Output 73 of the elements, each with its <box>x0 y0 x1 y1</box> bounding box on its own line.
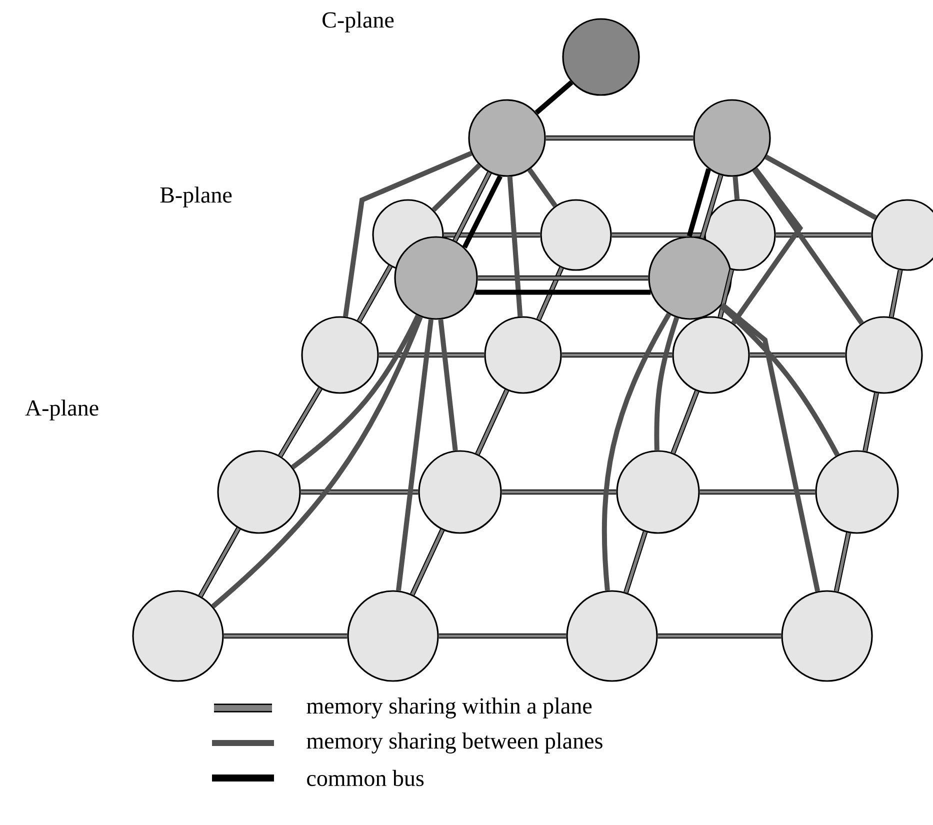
processor-circle <box>672 316 750 394</box>
processor-circle <box>132 590 224 682</box>
connection-line <box>502 490 616 494</box>
connection-line <box>546 136 694 140</box>
plane-label: B-plane <box>160 186 232 208</box>
connection-line <box>396 319 434 591</box>
processor-circle <box>616 450 700 534</box>
connection-line <box>211 316 423 608</box>
processor-circle <box>566 590 658 682</box>
processor-circle <box>301 316 379 394</box>
connection-line <box>658 634 782 638</box>
connection-line <box>536 266 564 321</box>
connection-line <box>224 634 348 638</box>
connection-line <box>462 175 502 249</box>
connection-line <box>410 528 445 596</box>
processor-circle <box>418 450 502 534</box>
plane-label: A-plane <box>25 400 98 420</box>
connection-line <box>732 176 740 200</box>
processor-circle <box>540 199 612 271</box>
connection-line <box>670 390 700 454</box>
connection-line <box>686 168 712 237</box>
connection-line <box>731 167 804 325</box>
connection-line <box>562 352 672 358</box>
plane-label: C-plane <box>322 12 394 32</box>
connection-line <box>654 316 680 450</box>
connection-line <box>378 352 484 358</box>
connection-line <box>527 168 558 208</box>
connection-line <box>752 168 864 325</box>
connection-line <box>700 174 724 239</box>
connection-line <box>534 80 574 115</box>
processor-circle <box>815 450 899 534</box>
connection-line <box>602 312 672 591</box>
connection-line <box>862 392 879 452</box>
connection-line <box>478 276 648 280</box>
connection-line <box>720 302 820 592</box>
connection-line <box>342 150 472 317</box>
processor-circle <box>845 316 923 394</box>
processor-circle <box>704 199 776 271</box>
connection-line <box>700 490 816 494</box>
connection-line <box>291 314 420 470</box>
connection-line <box>278 387 322 458</box>
connection-line <box>718 269 734 318</box>
connection-line <box>888 270 903 318</box>
processor-circle <box>484 316 562 394</box>
processor-circle <box>394 236 478 320</box>
connection-line <box>834 532 851 592</box>
processor-circle <box>217 450 301 534</box>
connection-line <box>475 389 510 456</box>
processor-circle <box>693 99 771 177</box>
connection-line <box>764 154 877 220</box>
connection-line <box>438 634 566 638</box>
connection-line <box>198 527 241 598</box>
processor-circle <box>871 199 933 271</box>
connection-line <box>444 232 540 238</box>
processor-circle <box>562 18 640 96</box>
connection-line <box>624 531 648 594</box>
legend-label: memory sharing within a plane <box>306 698 592 718</box>
processor-circle <box>468 99 546 177</box>
connection-line <box>438 319 458 451</box>
connection-line <box>452 171 492 242</box>
connection-line <box>719 304 840 456</box>
connection-line <box>776 232 872 238</box>
processor-circle <box>347 590 439 682</box>
processor-circle <box>648 236 732 320</box>
connection-line <box>475 290 651 295</box>
connection-line <box>300 490 418 494</box>
processor-circle <box>781 590 873 682</box>
connection-line <box>432 163 482 212</box>
connection-line <box>356 264 393 322</box>
legend-label: memory sharing between planes <box>306 732 602 754</box>
connection-line <box>750 352 846 358</box>
connection-line <box>507 176 523 316</box>
legend-label: common bus <box>307 770 424 786</box>
